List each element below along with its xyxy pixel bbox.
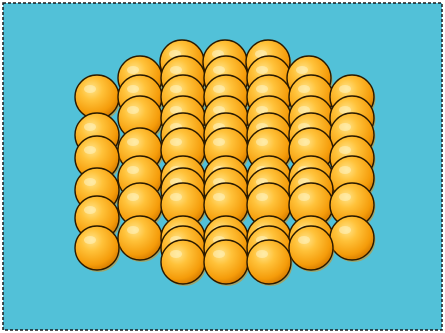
sphere-body <box>289 226 333 270</box>
sphere-highlight <box>84 236 96 244</box>
sphere-highlight <box>170 138 182 146</box>
sphere-highlight <box>339 85 351 93</box>
sphere-highlight <box>170 193 182 201</box>
sphere-body <box>247 240 291 284</box>
sphere-highlight <box>213 66 225 74</box>
sphere-body <box>75 226 119 270</box>
sphere-highlight <box>256 138 268 146</box>
sphere-highlight <box>127 193 139 201</box>
sphere-highlight <box>84 178 96 186</box>
sphere-highlight <box>127 66 139 74</box>
sphere-highlight <box>213 250 225 258</box>
sphere-highlight <box>84 206 96 214</box>
sphere-highlight <box>256 250 268 258</box>
sphere-cluster <box>75 40 376 286</box>
sphere-highlight <box>170 250 182 258</box>
sphere-highlight <box>127 106 139 114</box>
sphere-body <box>330 216 374 260</box>
sphere-highlight <box>127 166 139 174</box>
sphere-highlight <box>256 193 268 201</box>
sphere-highlight <box>127 138 139 146</box>
sphere-body <box>204 240 248 284</box>
sphere-highlight <box>298 138 310 146</box>
sphere-highlight <box>339 193 351 201</box>
sphere-highlight <box>339 146 351 154</box>
sphere-highlight <box>170 85 182 93</box>
sphere-highlight <box>127 226 139 234</box>
sphere-highlight <box>213 85 225 93</box>
sphere-highlight <box>127 85 139 93</box>
sphere-body <box>161 240 205 284</box>
sphere-body <box>118 216 162 260</box>
sphere-highlight <box>213 138 225 146</box>
sphere-highlight <box>339 166 351 174</box>
sphere-highlight <box>339 123 351 131</box>
sphere-highlight <box>84 85 96 93</box>
sphere-highlight <box>298 85 310 93</box>
sphere-highlight <box>339 226 351 234</box>
sphere-highlight <box>170 66 182 74</box>
sphere-highlight <box>213 193 225 201</box>
sphere-highlight <box>84 123 96 131</box>
sphere-highlight <box>296 66 308 74</box>
sphere-highlight <box>298 193 310 201</box>
sphere-highlight <box>256 85 268 93</box>
sphere-highlight <box>84 146 96 154</box>
sphere-highlight <box>298 236 310 244</box>
sphere-highlight <box>256 66 268 74</box>
